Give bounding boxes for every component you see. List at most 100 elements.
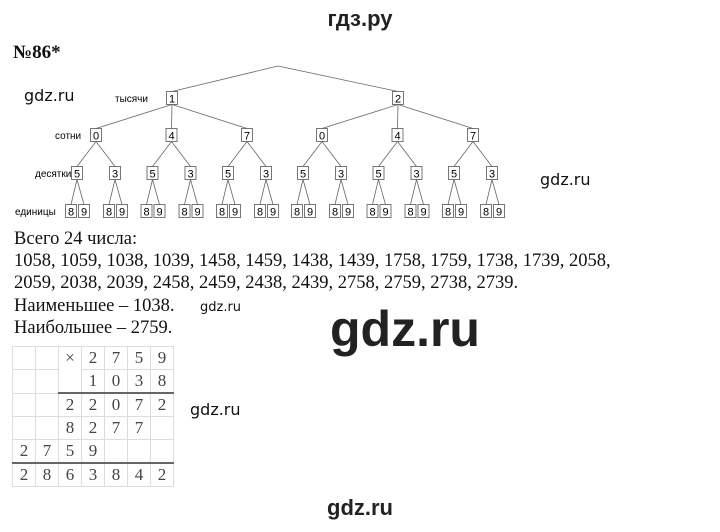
digit-label: 3 xyxy=(338,169,344,181)
digit-box xyxy=(146,166,159,180)
digit-label: 9 xyxy=(382,207,388,219)
table-cell: 9 xyxy=(150,346,174,370)
digit-label: 9 xyxy=(458,207,464,219)
numbers-line-1: 1058, 1059, 1038, 1039, 1458, 1459, 1438… xyxy=(14,251,611,271)
digit-box xyxy=(191,204,204,218)
table-cell: 0 xyxy=(104,369,128,394)
digit-box xyxy=(78,204,90,218)
tree-edge xyxy=(397,104,474,129)
tree-edge xyxy=(95,104,173,129)
smallest-number: Наименьшее – 1038. xyxy=(14,296,175,316)
table-cell xyxy=(35,416,59,440)
digit-box xyxy=(366,204,379,218)
tree-edge xyxy=(76,141,97,167)
digit-label: 9 xyxy=(119,207,125,219)
table-cell: 2 xyxy=(12,439,36,464)
digit-label: 8 xyxy=(68,207,74,219)
digit-box xyxy=(455,204,467,218)
table-cell: 3 xyxy=(127,369,151,394)
table-cell xyxy=(104,439,128,464)
digit-box xyxy=(291,204,303,218)
tree-edge xyxy=(453,141,474,167)
numbers-line-2: 2059, 2038, 2039, 2458, 2459, 2438, 2439… xyxy=(14,273,519,293)
digit-box xyxy=(153,204,166,218)
table-cell: 7 xyxy=(35,439,59,464)
level-label: единицы xyxy=(15,207,56,218)
digit-box xyxy=(165,128,178,142)
digit-box xyxy=(65,204,77,218)
table-cell: 7 xyxy=(127,416,151,440)
digit-box xyxy=(116,204,128,218)
digit-box xyxy=(178,204,191,218)
digit-box xyxy=(493,204,505,218)
digit-label: 5 xyxy=(375,169,381,181)
table-cell: 8 xyxy=(35,462,59,487)
digit-box xyxy=(448,166,460,180)
tree-edge xyxy=(410,179,417,205)
table-cell: 2 xyxy=(81,392,105,417)
watermark: gdz.ru xyxy=(200,300,242,315)
table-cell: × xyxy=(58,346,82,370)
digit-box xyxy=(109,166,121,180)
digit-label: 3 xyxy=(489,169,495,181)
tree-edge xyxy=(302,141,323,167)
table-cell xyxy=(12,416,36,440)
tree-edge xyxy=(114,179,123,205)
digit-box xyxy=(442,204,454,218)
digit-box xyxy=(392,91,404,105)
digit-label: 9 xyxy=(194,207,200,219)
tree-edge xyxy=(416,179,424,205)
table-cell: 7 xyxy=(127,392,151,417)
digit-label: 8 xyxy=(181,207,187,219)
digit-box xyxy=(372,166,385,180)
digit-box xyxy=(417,204,430,218)
table-cell: 1 xyxy=(81,369,105,394)
digit-label: 8 xyxy=(369,207,375,219)
digit-label: 7 xyxy=(470,131,476,143)
digit-box xyxy=(316,128,328,142)
digit-label: 9 xyxy=(307,207,313,219)
digit-box xyxy=(391,128,404,142)
digit-label: 8 xyxy=(445,207,451,219)
digit-box xyxy=(254,204,266,218)
digit-box xyxy=(304,204,316,218)
tree-edge xyxy=(227,179,236,205)
digit-label: 8 xyxy=(106,207,112,219)
digit-label: 0 xyxy=(319,131,325,143)
digit-label: 1 xyxy=(169,94,175,106)
table-cell: 2 xyxy=(150,462,174,487)
digit-box xyxy=(297,166,309,180)
tree-edge xyxy=(302,179,311,205)
table-cell: 2 xyxy=(150,392,174,417)
digit-box xyxy=(260,166,272,180)
footer-watermark: gdz.ru xyxy=(327,495,393,520)
digit-box xyxy=(329,204,341,218)
tree-edge xyxy=(259,179,267,205)
tree-edge xyxy=(378,179,386,205)
tree-edge xyxy=(227,141,248,167)
digit-box xyxy=(166,91,178,105)
tree-edge xyxy=(453,179,462,205)
digit-box xyxy=(467,128,479,142)
digit-box xyxy=(90,128,102,142)
digit-label: 5 xyxy=(225,169,231,181)
level-label: сотни xyxy=(55,131,81,142)
digit-box xyxy=(140,204,153,218)
table-cell: 7 xyxy=(104,346,128,370)
digit-box xyxy=(222,166,234,180)
tree-edge xyxy=(152,141,172,167)
digit-label: 9 xyxy=(496,207,502,219)
digit-label: 5 xyxy=(74,169,80,181)
digit-label: 8 xyxy=(407,207,413,219)
digit-label: 3 xyxy=(263,169,269,181)
digit-label: 8 xyxy=(219,207,225,219)
table-cell: 5 xyxy=(58,439,82,464)
table-cell xyxy=(12,392,36,417)
digit-label: 3 xyxy=(413,169,419,181)
